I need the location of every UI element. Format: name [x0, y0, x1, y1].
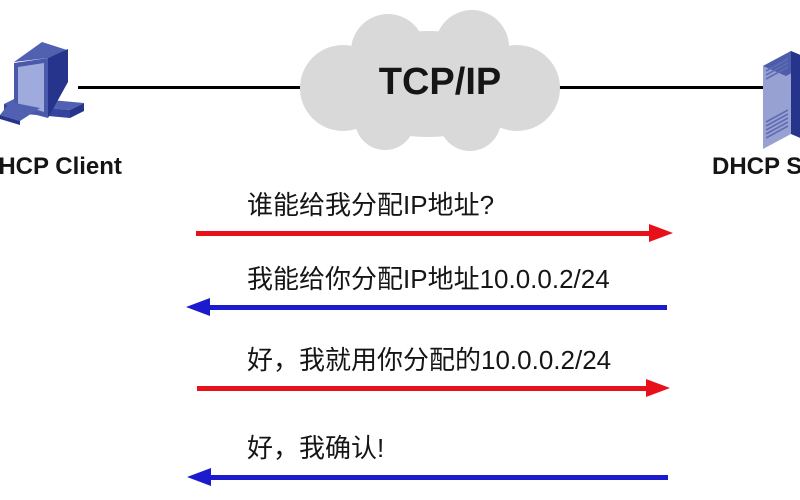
link-client-to-cloud — [78, 86, 308, 89]
message-1-arrowhead-right-icon — [649, 224, 673, 242]
link-cloud-to-server — [548, 86, 766, 89]
message-2-arrowhead-left-icon — [186, 298, 210, 316]
desktop-computer-icon — [0, 42, 84, 125]
message-1-text: 谁能给我分配IP地址? — [247, 190, 495, 220]
server-label: DHCP Server — [712, 153, 800, 180]
message-4-arrow-line — [210, 475, 668, 480]
server-tower-icon — [763, 51, 800, 149]
client-label: DHCP Client — [0, 153, 122, 180]
message-3-arrow-line — [197, 386, 647, 391]
message-3-arrowhead-right-icon — [646, 379, 670, 397]
message-3-text: 好，我就用你分配的10.0.0.2/24 — [247, 345, 612, 375]
network-cloud — [300, 10, 560, 151]
message-1-arrow-line — [196, 231, 650, 236]
network-cloud-label: TCP/IP — [378, 61, 502, 103]
message-2-text: 我能给你分配IP地址10.0.0.2/24 — [247, 264, 610, 294]
message-4-text: 好，我确认! — [247, 433, 385, 463]
message-2-arrow-line — [209, 305, 667, 310]
message-4-arrowhead-left-icon — [187, 468, 211, 486]
